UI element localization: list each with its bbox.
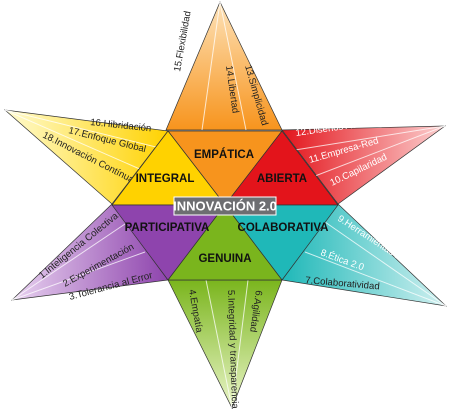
arm-top-sep-1: [201, 1, 221, 131]
arm-bottom-shape: [167, 279, 283, 409]
category-integral: INTEGRAL: [136, 173, 195, 185]
item-5: 5.Integridad y transparencia: [225, 290, 240, 410]
arm-top-shape: [165, 1, 283, 131]
arm-left-down-sep-1: [11, 223, 126, 301]
category-empatica: EMPÁTICA: [194, 148, 254, 161]
hex-genuina: [167, 204, 283, 281]
arm-bottom-sep-2: [231, 279, 249, 409]
arm-top: 15.Flexibilidad 14.Libertad 13.Simplicid…: [165, 1, 283, 131]
arm-right-up-sep-2: [314, 125, 446, 177]
arm-right-down-sep-1: [324, 221, 447, 307]
arm-right-up-sep-1: [294, 125, 446, 151]
center-title: INNOVACIÓN 2.0: [173, 199, 277, 214]
arm-right-down-sep-2: [304, 251, 447, 307]
hexagon: [111, 130, 339, 281]
category-abierta: ABIERTA: [257, 173, 307, 185]
arm-left-down-sep-2: [11, 251, 146, 301]
category-genuina: GENUINA: [198, 253, 251, 265]
arm-bottom-sep-1: [205, 279, 233, 409]
arm-left-up-sep-2: [4, 109, 143, 171]
arm-top-sep-2: [219, 1, 247, 131]
arm-left-up-sep-1: [4, 109, 161, 149]
category-participativa: PARTICIPATIVA: [125, 222, 210, 234]
center-title-box: [173, 196, 277, 216]
arm-right-up: 12.Diseños Abiertos 11.Empresa-Red 10.Ca…: [281, 116, 447, 205]
category-colaborativa: COLABORATIVA: [238, 222, 329, 234]
arm-bottom: 4.Empatía 5.Integridad y transparencia 6…: [167, 279, 283, 410]
item-15: 15.Flexibilidad: [172, 10, 193, 72]
